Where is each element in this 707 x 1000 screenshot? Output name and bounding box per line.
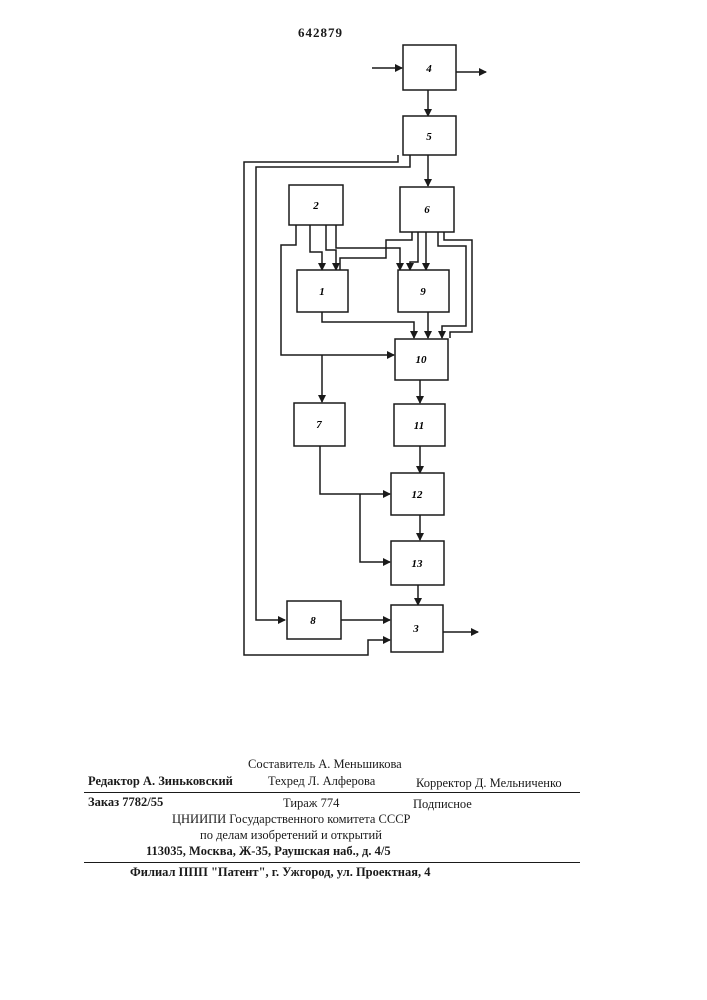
link-1-to-10 [322,312,414,338]
link-7-to-13 [360,494,390,562]
block-4: 4 [403,45,456,90]
block-7: 7 [294,403,345,446]
block-2-label: 2 [312,200,319,212]
block-8-label: 8 [310,615,316,627]
block-5-label: 5 [426,131,432,143]
link-2-to-1 [310,225,322,270]
link-2-to-9 [336,225,400,270]
org-line-1: ЦНИИПИ Государственного комитета СССР [172,812,411,827]
block-1: 1 [297,270,348,312]
block-7-label: 7 [316,419,322,431]
block-8: 8 [287,601,341,639]
connections [244,68,486,655]
address-line: 113035, Москва, Ж-35, Раушская наб., д. … [146,844,391,859]
subscription-line: Подписное [413,797,472,812]
block-11-label: 11 [414,420,424,432]
block-12: 12 [391,473,444,515]
link-2-to-1-b [326,225,336,270]
link-6-to-1 [340,232,412,270]
editor-line: Редактор А. Зиньковский [88,774,233,789]
org-line-2: по делам изобретений и открытий [200,828,382,843]
block-9: 9 [398,270,449,312]
block-10-label: 10 [416,354,428,366]
techred-line: Техред Л. Алферова [268,774,375,789]
block-2: 2 [289,185,343,225]
block-12-label: 12 [412,489,424,501]
block-diagram: 4 5 2 6 1 9 10 7 11 12 13 8 [0,0,707,700]
order-line: Заказ 7782/55 [88,795,163,810]
branch-line: Филиал ППП "Патент", г. Ужгород, ул. Про… [130,865,430,880]
block-13: 13 [391,541,444,585]
block-13-label: 13 [412,558,424,570]
block-5: 5 [403,116,456,155]
compiler-line: Составитель А. Меньшикова [248,757,402,772]
block-10: 10 [395,339,448,380]
block-3-label: 3 [412,623,419,635]
block-1-label: 1 [319,286,325,298]
corrector-line: Корректор Д. Мельниченко [416,776,562,791]
link-7-to-12 [320,446,390,494]
circulation-line: Тираж 774 [283,796,339,811]
block-4-label: 4 [425,63,432,75]
block-9-label: 9 [420,286,426,298]
block-3: 3 [391,605,443,652]
block-6: 6 [400,187,454,232]
block-11: 11 [394,404,445,446]
imprint-rule-top [84,792,580,793]
link-6-to-9-b [410,232,418,270]
imprint-rule-bottom [84,862,580,863]
block-6-label: 6 [424,204,430,216]
